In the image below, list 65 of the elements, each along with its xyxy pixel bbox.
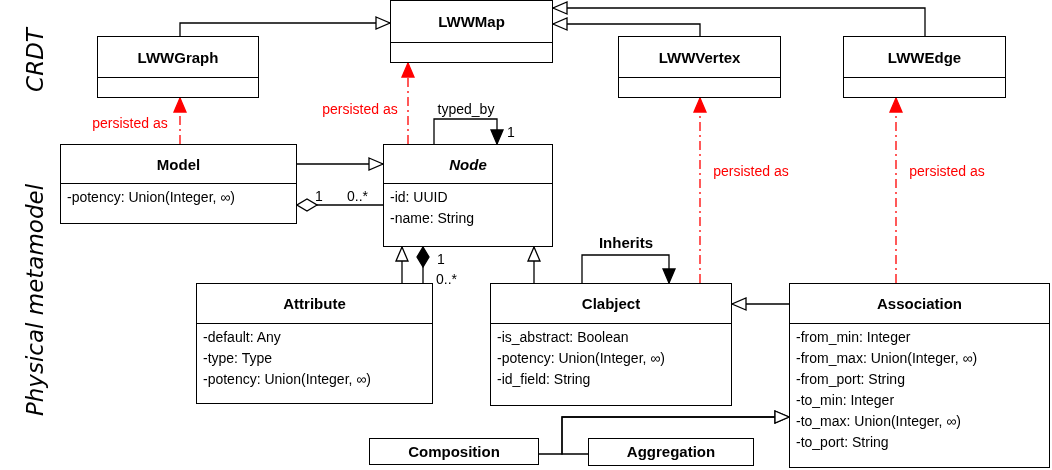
arrow bbox=[401, 62, 415, 145]
class-box bbox=[60, 144, 297, 224]
edge-label: persisted as bbox=[711, 163, 791, 179]
multiplicity-label: 0..* bbox=[436, 272, 457, 286]
attribute-text: -potency: Union(Integer, ∞) bbox=[497, 349, 665, 368]
generalization-arrow bbox=[552, 1, 926, 37]
class-box bbox=[588, 438, 754, 466]
class-name: LWWVertex bbox=[658, 48, 741, 66]
class-box bbox=[97, 36, 259, 98]
generalization-arrow bbox=[179, 16, 391, 37]
multiplicity-label: 1 bbox=[507, 125, 515, 139]
class-name: Model bbox=[156, 155, 201, 173]
attribute-text: -default: Any bbox=[203, 328, 281, 347]
edge-label: persisted as bbox=[907, 163, 987, 179]
section-title: Physical metamodel bbox=[22, 183, 48, 417]
edge-label: typed_by bbox=[436, 101, 496, 117]
attribute-text: -from_max: Union(Integer, ∞) bbox=[796, 349, 978, 368]
generalization-arrow bbox=[731, 297, 790, 311]
generalization-arrow bbox=[395, 246, 409, 284]
edge-label: persisted as bbox=[320, 101, 400, 117]
class-box bbox=[383, 144, 553, 247]
class-box bbox=[490, 283, 732, 406]
arrow bbox=[693, 97, 707, 284]
attribute-text: -to_min: Integer bbox=[796, 391, 895, 410]
multiplicity-label: 0..* bbox=[347, 189, 368, 203]
arrow bbox=[433, 118, 504, 145]
generalization-arrow bbox=[527, 246, 541, 284]
edge-label: Inherits bbox=[597, 235, 655, 251]
class-name: Node bbox=[449, 155, 487, 173]
generalization-arrow bbox=[552, 17, 701, 37]
attribute-text: -name: String bbox=[390, 209, 475, 228]
class-box bbox=[369, 438, 539, 465]
arrow bbox=[173, 97, 187, 145]
attribute-text: -from_min: Integer bbox=[796, 328, 911, 347]
class-name: LWWGraph bbox=[137, 48, 219, 66]
class-name: Aggregation bbox=[626, 443, 716, 460]
multiplicity-label: 1 bbox=[315, 189, 323, 203]
class-name: Association bbox=[877, 295, 962, 312]
attribute-text: -id_field: String bbox=[497, 370, 591, 389]
attribute-text: -type: Type bbox=[203, 349, 272, 368]
class-name: Attribute bbox=[283, 295, 346, 312]
section-title: CRDT bbox=[22, 28, 48, 92]
attribute-text: -id: UUID bbox=[390, 188, 448, 207]
multiplicity-label: 1 bbox=[437, 252, 445, 266]
arrow bbox=[581, 254, 676, 284]
class-box bbox=[196, 283, 433, 404]
attribute-text: -is_abstract: Boolean bbox=[497, 328, 629, 347]
aggregation-line bbox=[296, 198, 384, 212]
class-box bbox=[618, 36, 781, 98]
class-box bbox=[390, 0, 553, 63]
class-name: Composition bbox=[408, 442, 500, 460]
generalization-arrow bbox=[296, 157, 384, 171]
attribute-text: -potency: Union(Integer, ∞) bbox=[67, 188, 235, 207]
class-name: LWWMap bbox=[438, 13, 505, 30]
class-name: LWWEdge bbox=[887, 48, 962, 66]
class-box bbox=[843, 36, 1006, 98]
attribute-text: -to_max: Union(Integer, ∞) bbox=[796, 412, 961, 431]
composition-line bbox=[416, 246, 430, 284]
class-box bbox=[789, 283, 1050, 468]
attribute-text: -to_port: String bbox=[796, 433, 889, 452]
class-name: Clabject bbox=[581, 295, 641, 312]
attribute-text: -potency: Union(Integer, ∞) bbox=[203, 370, 371, 389]
attribute-text: -from_port: String bbox=[796, 370, 905, 389]
arrow bbox=[889, 97, 903, 284]
edge-label: persisted as bbox=[90, 115, 170, 131]
